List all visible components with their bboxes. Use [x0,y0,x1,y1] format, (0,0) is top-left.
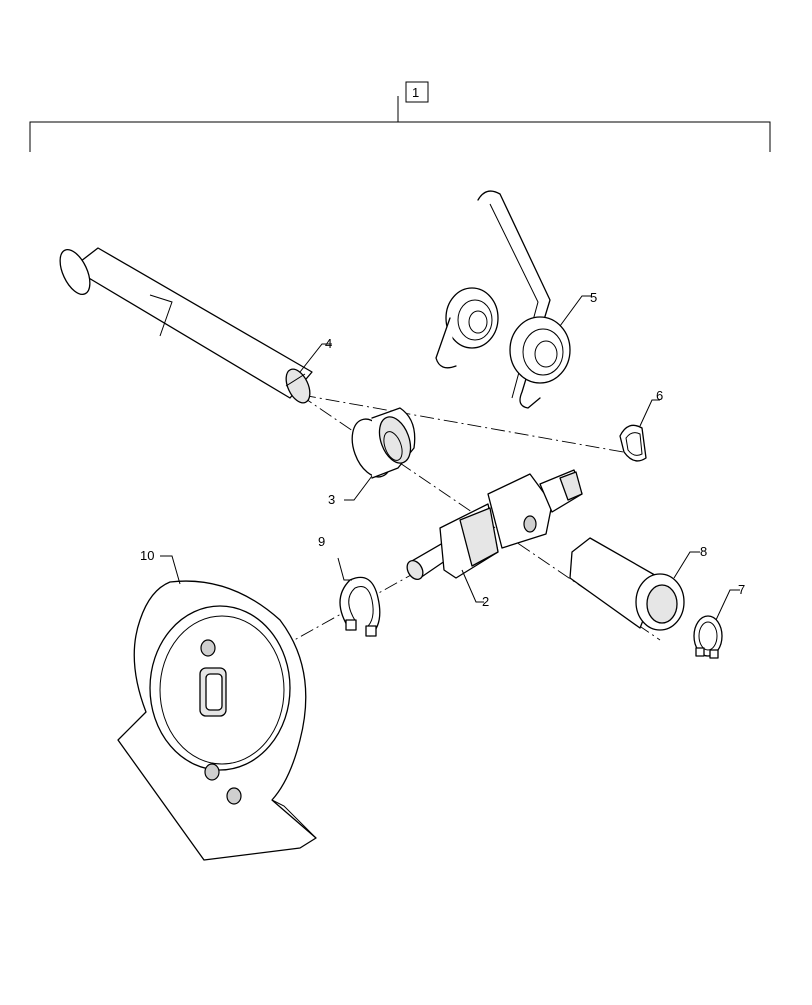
assembly-bracket: 1 [29,81,771,152]
callout-1: 1 [412,85,419,100]
leader-lines [160,295,740,621]
sleeve-part-8 [569,537,685,631]
snap-ring-part-9 [339,576,381,637]
callout-5: 5 [590,290,597,305]
callout-4: 4 [325,336,332,351]
bushing-part-3 [351,407,416,479]
shaft-part-2 [406,469,583,580]
callout-8: 8 [700,544,707,559]
callout-9: 9 [318,534,325,549]
spring-part-5 [435,190,571,409]
callout-2: 2 [482,594,489,609]
snap-ring-part-7 [693,615,723,659]
clip-part-6 [619,424,647,462]
callout-10: 10 [140,548,154,563]
plate-part-10 [117,580,317,861]
callout-3: 3 [328,492,335,507]
pin-part-4 [59,247,313,404]
callout-6: 6 [656,388,663,403]
callout-7: 7 [738,582,745,597]
